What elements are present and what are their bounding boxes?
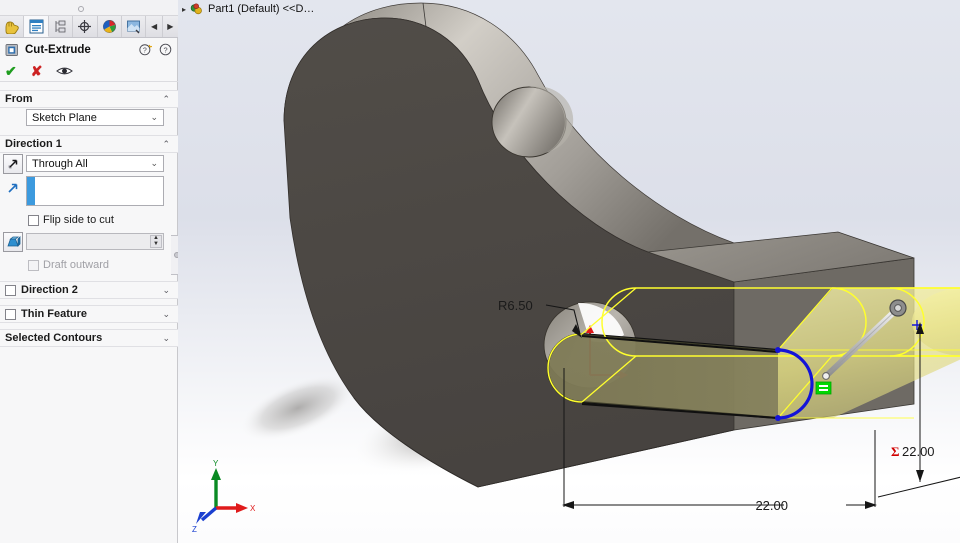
graphics-viewport[interactable]: ▸ Part1 (Default) <<D… [178, 0, 960, 543]
section-thin-feature-header[interactable]: Thin Feature ⌄ [0, 305, 178, 323]
flip-side-to-cut-checkbox[interactable] [28, 214, 39, 226]
section-thin-feature-title: Thin Feature [21, 308, 88, 320]
svg-text:?: ? [163, 45, 167, 54]
draft-outward-row[interactable]: Draft outward [28, 259, 109, 271]
thin-feature-checkbox[interactable] [5, 308, 16, 320]
triad-z-label: Z [192, 525, 197, 534]
ok-button[interactable]: ✔ [5, 63, 17, 79]
tab-scroll-next-button[interactable]: ▶ [161, 16, 179, 37]
selected-edge-highlight[interactable] [777, 348, 814, 420]
bracket-bottom-edge [353, 397, 735, 488]
svg-text:?: ? [143, 48, 147, 55]
draft-angle-stepper[interactable]: ▲ ▼ [150, 235, 162, 248]
stepper-up-icon[interactable]: ▲ [153, 235, 159, 242]
horizontal-dimension[interactable]: 22.00 [562, 368, 877, 513]
reverse-direction-icon [8, 159, 18, 169]
selection-accent-bar [27, 177, 35, 205]
section-selected-contours-header[interactable]: Selected Contours ⌄ [0, 329, 178, 347]
appearance-palette-icon [102, 20, 116, 33]
chevron-down-icon[interactable]: ⌄ [150, 158, 158, 168]
radius-dimension[interactable]: R6.50 [498, 298, 582, 338]
draft-outward-checkbox[interactable] [28, 259, 39, 271]
viewport-document-header: ▸ Part1 (Default) <<D… [178, 0, 960, 18]
draft-on-off-button[interactable] [3, 232, 23, 252]
tab-render-manager[interactable] [122, 16, 146, 37]
bracket-leg-top-face [647, 231, 915, 283]
direction-vector-icon [5, 180, 21, 196]
stepper-down-icon[interactable]: ▼ [153, 240, 159, 247]
horizontal-dimension-text: 22.00 [755, 498, 788, 513]
triad-x-label: X [250, 504, 256, 513]
section-direction1-chevron[interactable]: ⌃ [162, 139, 170, 149]
property-manager-actions: ✔ ✘ [0, 61, 178, 82]
feature-title: Cut-Extrude [25, 44, 91, 56]
tab-dimxpert-manager[interactable] [73, 16, 98, 37]
radius-dimension-text: R6.50 [498, 298, 533, 313]
vertical-dimension[interactable]: Σ 22.00 [778, 322, 960, 498]
section-direction2-title: Direction 2 [21, 284, 78, 296]
direction1-end-condition-select[interactable]: Through All ⌄ [26, 155, 164, 172]
from-start-condition-value: Sketch Plane [32, 111, 97, 124]
view-orientation-triad[interactable]: Y X Z [192, 459, 256, 534]
direction1-vector-selection-box[interactable] [26, 176, 164, 206]
section-selected-contours-title: Selected Contours [5, 332, 103, 344]
property-manager-panel: ◀ ▶ Cut-Extrude ? ? [0, 0, 184, 543]
triad-y-label: Y [213, 459, 219, 468]
hand-tree-icon [5, 21, 19, 34]
section-thin-feature-chevron[interactable]: ⌄ [162, 309, 170, 319]
vertical-dimension-sigma: Σ [891, 444, 900, 459]
section-direction1-header[interactable]: Direction 1 ⌃ [0, 135, 178, 153]
tab-display-manager[interactable] [97, 16, 123, 37]
section-direction2-chevron[interactable]: ⌄ [162, 285, 170, 295]
cut-extrude-icon [5, 44, 18, 56]
flip-side-to-cut-label: Flip side to cut [43, 214, 114, 226]
vertical-dimension-text: 22.00 [902, 444, 935, 459]
upper-hole[interactable] [491, 86, 574, 158]
panel-top-splitter[interactable] [0, 0, 178, 16]
draft-angle-icon [6, 236, 20, 247]
section-selected-contours-chevron[interactable]: ⌄ [162, 333, 170, 343]
section-from-chevron[interactable]: ⌃ [162, 94, 170, 104]
splitter-handle-dot[interactable] [78, 6, 84, 12]
direction1-end-condition-value: Through All [32, 157, 88, 170]
feature-header: Cut-Extrude ? ? [0, 39, 178, 61]
tab-property-manager[interactable] [24, 16, 49, 37]
document-title: Part1 (Default) <<D… [208, 3, 315, 15]
chevron-down-icon[interactable]: ⌄ [150, 112, 158, 122]
whats-this-help-icon[interactable]: ? [139, 43, 152, 56]
tab-feature-manager[interactable] [0, 16, 25, 37]
part-document-icon [190, 2, 202, 14]
draft-angle-input[interactable]: ▲ ▼ [26, 233, 164, 250]
expander-icon[interactable]: ▸ [182, 4, 187, 14]
manager-tab-bar: ◀ ▶ [0, 16, 179, 38]
cancel-button[interactable]: ✘ [30, 63, 43, 79]
flip-side-to-cut-row[interactable]: Flip side to cut [28, 214, 114, 226]
configuration-icon [55, 20, 66, 33]
preview-eye-icon[interactable] [56, 65, 74, 77]
tab-configuration-manager[interactable] [48, 16, 74, 37]
dimxpert-target-icon [78, 20, 92, 33]
direction2-checkbox[interactable] [5, 284, 16, 296]
3d-model-scene[interactable]: R6.50 Σ 22.00 [178, 0, 960, 543]
section-from-header[interactable]: From ⌃ [0, 90, 178, 108]
section-from-title: From [5, 93, 33, 105]
property-list-icon [29, 19, 44, 33]
render-icon [127, 20, 141, 34]
reverse-direction-button[interactable] [3, 154, 23, 174]
help-icon[interactable]: ? [159, 43, 172, 56]
tab-scroll-prev-button[interactable]: ◀ [145, 16, 162, 37]
from-start-condition-select[interactable]: Sketch Plane ⌄ [26, 109, 164, 126]
draft-outward-label: Draft outward [43, 259, 110, 271]
equal-relation-marker[interactable] [815, 381, 832, 395]
section-direction1-title: Direction 1 [5, 138, 62, 150]
extrude-drag-handle[interactable] [822, 299, 907, 380]
section-direction2-header[interactable]: Direction 2 ⌄ [0, 281, 178, 299]
